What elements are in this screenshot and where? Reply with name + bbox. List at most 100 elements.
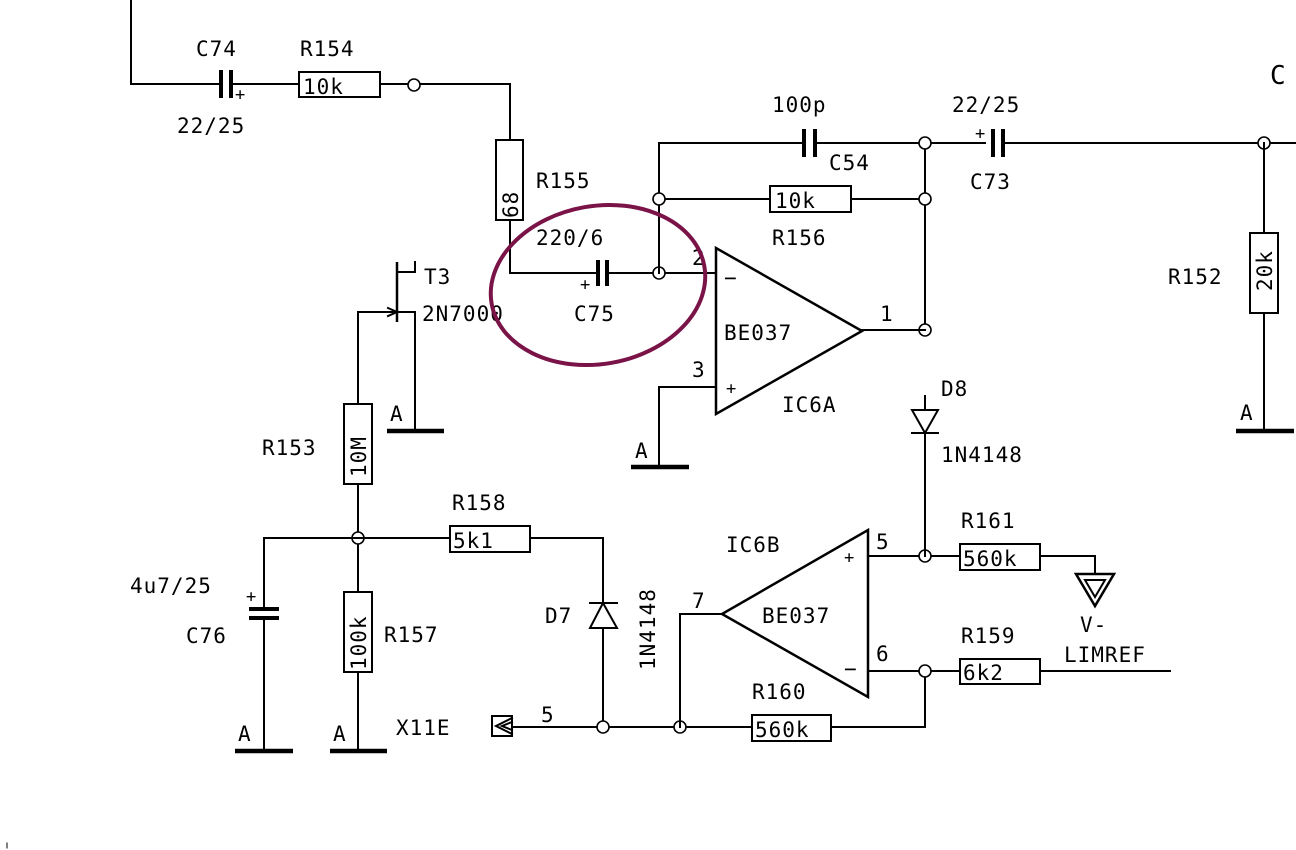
r157-ref: R157 xyxy=(384,623,439,647)
resistor-r158: 5k1 R158 xyxy=(449,491,531,553)
ic6a-pin-out: 1 xyxy=(880,302,894,326)
r155-value: 68 xyxy=(499,191,523,218)
ic6b-ref: IC6B xyxy=(726,533,781,557)
ground-ic6a: A xyxy=(631,439,689,470)
vminus-supply-symbol: V- xyxy=(1073,572,1117,637)
ic6a-type: BE037 xyxy=(724,321,792,345)
wire-r154-r155 xyxy=(379,83,511,141)
r157-value: 100k xyxy=(347,615,371,670)
ic6a-plus: + xyxy=(726,379,737,399)
capacitor-c54: 100p C54 xyxy=(772,93,870,175)
r156-ref: R156 xyxy=(772,226,827,250)
resistor-r153: 10M R153 xyxy=(262,403,373,485)
wire-ic6a-noninv-gnd xyxy=(658,386,717,467)
c76-value: 4u7/25 xyxy=(130,574,212,598)
ground-label: A xyxy=(635,439,649,463)
d8-ref: D8 xyxy=(941,377,968,401)
ic6b-pin-out: 7 xyxy=(692,589,706,613)
c73-plus: + xyxy=(975,124,986,144)
d7-type: 1N4148 xyxy=(636,588,660,670)
t3-type: 2N7000 xyxy=(422,302,504,326)
wire-ic6b-out xyxy=(679,613,723,728)
ground-c76: A xyxy=(235,722,293,754)
r158-ref: R158 xyxy=(452,491,507,515)
ground-r152: A xyxy=(1236,401,1294,434)
resistor-r152: 20k R152 xyxy=(1168,232,1279,314)
capacitor-c76: 4u7/25 + C76 xyxy=(130,574,279,648)
wire-r155-c75 xyxy=(509,219,597,274)
ic6b-minus: − xyxy=(844,657,858,681)
c75-ref: C75 xyxy=(574,302,615,326)
r154-value: 10k xyxy=(303,75,344,99)
partial-label: C xyxy=(1270,61,1287,91)
ic6b-plus: + xyxy=(844,548,855,568)
d7-ref: D7 xyxy=(545,604,572,628)
r161-ref: R161 xyxy=(961,509,1016,533)
c74-ref: C74 xyxy=(196,37,237,61)
capacitor-c73: 22/25 + C73 xyxy=(952,93,1020,194)
r161-value: 560k xyxy=(963,547,1018,571)
r152-ref: R152 xyxy=(1168,265,1223,289)
c73-value: 22/25 xyxy=(952,93,1020,117)
c54-ref: C54 xyxy=(829,151,870,175)
c73-ref: C73 xyxy=(970,170,1011,194)
c74-plus: + xyxy=(235,85,246,105)
ic6b-pin-noninv: 5 xyxy=(876,530,890,554)
vminus-label: V- xyxy=(1080,613,1107,637)
opamp-ic6b: + − BE037 IC6B 5 6 7 xyxy=(692,527,890,700)
d8-type: 1N4148 xyxy=(941,443,1023,467)
r153-value: 10M xyxy=(347,436,371,477)
wire-r160-inv xyxy=(830,670,926,728)
ground-r157: A xyxy=(330,722,387,754)
wire-r158-d7 xyxy=(529,537,604,604)
junction xyxy=(918,192,932,206)
t3-ref: T3 xyxy=(424,265,451,289)
r159-ref: R159 xyxy=(961,624,1016,648)
ic6a-pin-noninv: 3 xyxy=(692,358,706,382)
r160-ref: R160 xyxy=(752,680,807,704)
ground-label: A xyxy=(238,722,252,746)
ground-label: A xyxy=(390,402,404,426)
resistor-r161: 560k R161 xyxy=(959,509,1041,571)
diode-d8: D8 1N4148 xyxy=(910,377,1023,467)
resistor-r154: 10k R154 xyxy=(298,37,381,99)
r154-ref: R154 xyxy=(300,37,355,61)
c74-value: 22/25 xyxy=(177,114,245,138)
wire-node-c76 xyxy=(263,537,359,608)
ic6a-ref: IC6A xyxy=(782,393,837,417)
c76-ref: C76 xyxy=(186,624,227,648)
resistor-r159: 6k2 R159 xyxy=(959,624,1041,685)
r158-value: 5k1 xyxy=(453,529,494,553)
ground-label: A xyxy=(333,722,347,746)
c75-plus: + xyxy=(580,275,591,295)
connector-x11e: X11E 5 xyxy=(396,703,554,740)
opamp-ic6a: − + BE037 IC6A 2 3 1 xyxy=(692,245,894,417)
r155-ref: R155 xyxy=(536,169,591,193)
junction xyxy=(918,664,932,678)
limref-label: LIMREF xyxy=(1064,643,1146,667)
r159-value: 6k2 xyxy=(963,661,1004,685)
ic6b-type: BE037 xyxy=(762,604,830,628)
junction xyxy=(407,78,421,92)
r156-value: 10k xyxy=(775,189,816,213)
r152-value: 20k xyxy=(1253,250,1277,291)
ground-t3: A xyxy=(387,402,444,434)
x11e-ref: X11E xyxy=(396,716,451,740)
junction xyxy=(596,720,610,734)
resistor-r156: 10k R156 xyxy=(769,185,852,250)
c76-plus: + xyxy=(246,587,257,607)
capacitor-c75: 220/6 + C75 xyxy=(536,226,615,326)
highlight-circle xyxy=(488,202,708,368)
resistor-r160: 560k R160 xyxy=(751,680,832,742)
ic6a-minus: − xyxy=(724,266,738,290)
junction xyxy=(652,192,666,206)
resistor-r157: 100k R157 xyxy=(343,591,439,673)
r160-value: 560k xyxy=(755,718,810,742)
ground-label: A xyxy=(1240,401,1254,425)
wire-input-top xyxy=(130,0,220,85)
transistor-t3: T3 2N7000 xyxy=(357,261,504,431)
c75-value: 220/6 xyxy=(536,226,604,250)
junction xyxy=(918,136,932,150)
wire-r161-vminus xyxy=(1039,555,1096,575)
